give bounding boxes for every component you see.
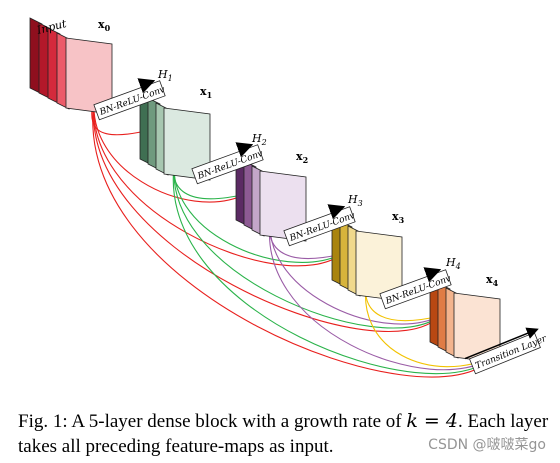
h2-label: H2	[251, 132, 267, 147]
h1-label: H1	[157, 68, 173, 83]
stack-block4	[429, 277, 501, 364]
x3-label: x3	[392, 210, 405, 225]
x1-label: x1	[200, 85, 212, 100]
edge-x2-to-layer5	[269, 211, 495, 371]
block1-feature-map-3	[163, 107, 211, 181]
edge-x0-to-layer2	[93, 89, 247, 203]
stack-block2	[235, 155, 307, 242]
stack-input	[29, 17, 113, 115]
caption-suffix: . Each layer takes all preceding feature…	[18, 411, 549, 457]
transition-arrow	[464, 327, 539, 360]
edge-x1-to-layer5	[172, 153, 495, 375]
x4-label: x4	[486, 273, 499, 288]
stack-block1	[139, 92, 211, 181]
conv-arrow-4	[423, 267, 442, 283]
x2-label: x2	[296, 150, 308, 165]
figure-caption: Fig. 1: A 5-layer dense block with a gro…	[18, 409, 550, 459]
h4-label: H4	[445, 256, 461, 271]
caption-prefix: Fig. 1: A 5-layer dense block with a gro…	[18, 411, 407, 432]
dense-block-diagram: Input x0 H1 x1 H2 x2 H3 x3 H4 x4 BN-ReLU…	[29, 17, 549, 378]
watermark: CSDN @啵啵菜go	[428, 437, 546, 453]
stack-block3	[331, 215, 403, 302]
x0-label: x0	[98, 18, 111, 33]
caption-math: k = 4	[406, 410, 458, 432]
block2-feature-map-3	[259, 170, 307, 242]
edge-x2-to-layer4	[269, 211, 441, 325]
edge-x0-to-layer4	[93, 89, 441, 332]
edge-x1-to-layer4	[173, 153, 441, 329]
conv-arrow-1	[137, 78, 156, 94]
transition-layer-frame	[468, 332, 541, 375]
edge-x0-to-layer3	[93, 89, 343, 267]
conv-arrow-3	[327, 204, 346, 220]
edge-x1-to-layer3	[173, 153, 343, 263]
feature-map-stacks	[29, 17, 501, 364]
edge-x0-to-layer5	[92, 89, 495, 378]
h3-label: H3	[347, 193, 363, 208]
edge-x3-to-layer5	[365, 274, 495, 368]
conv-arrow-2	[235, 142, 254, 158]
